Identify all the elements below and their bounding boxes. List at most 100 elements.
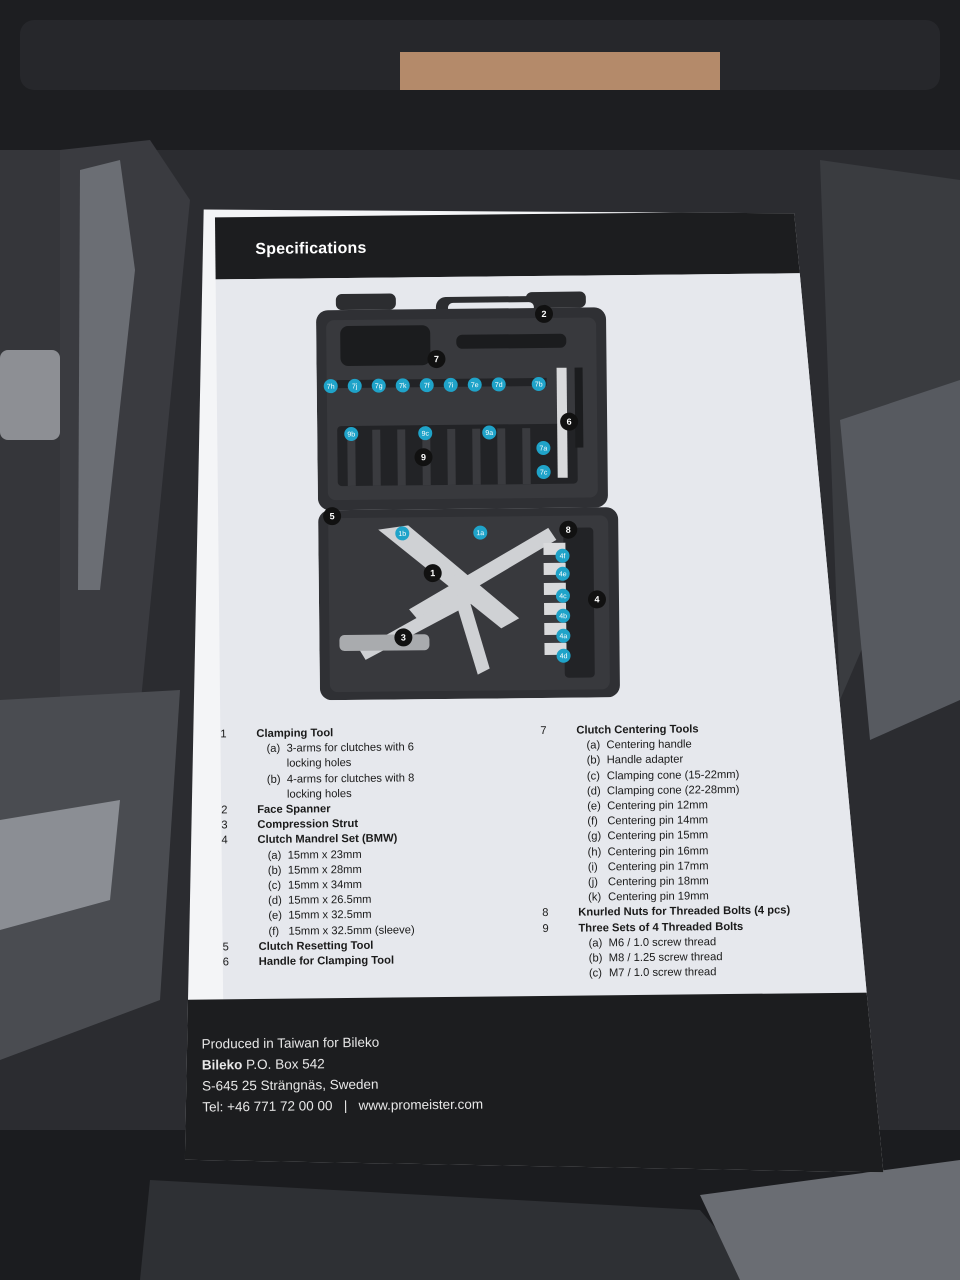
spec-subitem-letter: (j) [587,876,598,889]
svg-text:7e: 7e [471,382,479,389]
label-7h: 7h [324,379,338,393]
spec-subitem-letter: (f) [587,815,598,828]
label-4c: 4c [556,589,570,603]
svg-text:7f: 7f [424,383,430,390]
separator: | [343,1098,348,1114]
svg-text:4: 4 [594,594,599,604]
svg-text:1b: 1b [398,531,406,538]
spec-subitem-letter: (f) [268,925,280,938]
spec-number: 3 [221,819,228,832]
label-7d: 7d [492,377,506,391]
po-box: P.O. Box 542 [246,1056,325,1073]
svg-text:8: 8 [566,525,571,535]
label-4b: 4b [556,609,570,623]
company-line: Bileko P.O. Box 542 [202,1052,483,1076]
svg-text:9: 9 [421,452,426,462]
svg-text:7j: 7j [352,383,358,390]
label-9b: 9b [344,427,358,441]
spec-number: 1 [220,728,227,741]
spec-number: 9 [542,922,549,935]
svg-text:7b: 7b [535,381,543,388]
spec-subitem-text: M7 / 1.0 screw thread [608,966,717,980]
spec-number: 8 [542,907,549,920]
footer: Produced in Taiwan for Bileko Bileko P.O… [202,1031,484,1118]
label-9a: 9a [482,425,496,439]
phone-number: Tel: +46 771 72 00 00 [202,1098,333,1115]
label-1b: 1b [395,526,409,540]
spec-subitem: (c) M7 / 1.0 screw thread [589,964,863,982]
spec-subitem-letter: (b) [586,754,601,767]
svg-text:4a: 4a [559,633,567,640]
website-link: www.promeister.com [358,1096,484,1113]
svg-text:4f: 4f [560,553,566,560]
spec-subitem-letter: (a) [267,849,282,862]
spec-number: 6 [222,956,230,969]
spec-subitem-letter: (d) [268,894,282,908]
svg-text:2: 2 [541,309,546,319]
spec-subitem-letter: (g) [587,830,602,843]
svg-text:7d: 7d [495,382,503,389]
svg-text:7c: 7c [540,469,548,476]
spec-subitem-letter: (c) [586,769,600,783]
spec-subitem-letter: (h) [587,845,602,859]
spec-number: 4 [221,834,228,847]
label-7i: 7i [444,378,458,392]
svg-text:6: 6 [567,417,572,427]
spec-number: 7 [540,724,547,737]
svg-text:3: 3 [401,632,406,642]
label-7e: 7e [468,378,482,392]
svg-text:9b: 9b [347,431,355,438]
spec-title: Handle for Clamping Tool [258,954,395,969]
label-7g: 7g [372,379,386,393]
svg-text:7: 7 [434,354,439,364]
spec-subitem-letter: (c) [588,967,603,980]
label-1a: 1a [473,526,487,540]
spec-subitem-letter: (d) [586,785,601,798]
label-4a: 4a [556,629,570,643]
label-4: 4 [588,590,606,608]
svg-text:4c: 4c [559,593,567,600]
booklet-content: Specifications [175,192,905,1199]
svg-text:7h: 7h [327,384,335,391]
address-line: S-645 25 Strängnäs, Sweden [201,1076,379,1094]
svg-text:4b: 4b [559,613,567,620]
svg-text:4e: 4e [559,571,567,578]
label-4f: 4f [555,549,569,563]
label-7f: 7f [420,378,434,392]
svg-text:7i: 7i [448,382,454,389]
spec-subitem-letter: (a) [588,937,603,950]
label-4d: 4d [557,649,571,663]
svg-text:9c: 9c [422,431,430,438]
company-name: Bileko [201,1057,243,1073]
label-7a: 7a [536,441,550,455]
label-9c: 9c [418,426,432,440]
svg-text:7g: 7g [375,383,383,390]
svg-text:9a: 9a [485,430,493,437]
label-7c: 7c [537,465,551,479]
contact-line: Tel: +46 771 72 00 00 | www.promeister.c… [202,1094,483,1118]
label-2: 2 [535,305,553,323]
spec-subitem-letter: (k) [588,891,602,904]
label-8: 8 [559,521,577,539]
spec-subitem-letter: (b) [266,773,281,786]
label-7b: 7b [532,377,546,391]
label-7j: 7j [348,379,362,393]
spec-subitem-letter: (a) [586,739,601,752]
spec-subitem-letter: (b) [267,864,282,877]
spec-booklet: Specifications [175,192,905,1199]
label-7k: 7k [396,378,410,392]
spec-subitem-letter: (c) [267,879,282,892]
spec-subitem-letter: (e) [268,910,283,923]
svg-text:5: 5 [330,511,335,521]
label-9: 9 [414,448,432,466]
toolkit-case-figure: 7h 7j 7g 7k 7f 7i 7e 7d 7b 9b 9c 9a 7a 7… [316,286,700,700]
page-title: Specifications [255,239,367,258]
spec-subitem-letter: (b) [588,952,603,965]
svg-text:7a: 7a [539,445,547,452]
